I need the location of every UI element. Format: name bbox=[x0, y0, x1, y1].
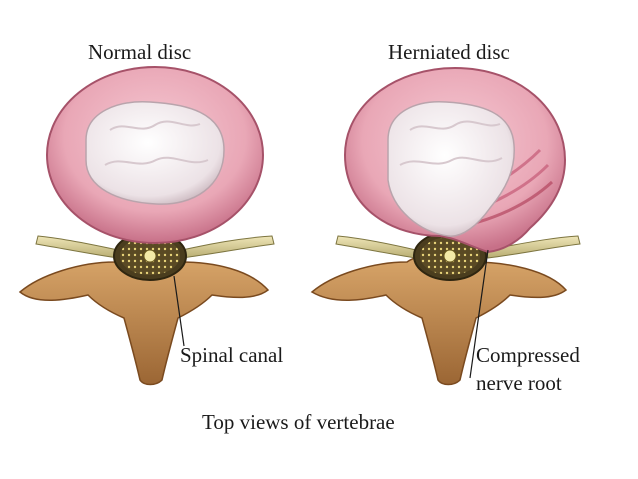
compressed-nerve-leader bbox=[469, 249, 489, 379]
compressed-label-line1: Compressed bbox=[476, 343, 580, 367]
compressed-nerve-root-label: Compressed nerve root bbox=[476, 341, 580, 398]
herniated-nerve-root-right bbox=[485, 235, 581, 259]
herniated-disc-nucleus bbox=[387, 101, 515, 237]
spinal-canal-leader bbox=[173, 275, 185, 347]
normal-nerve-root-right bbox=[181, 235, 275, 259]
normal-vertebra bbox=[18, 66, 275, 386]
herniated-vertebra bbox=[310, 66, 581, 386]
herniated-nerve-root-left bbox=[335, 235, 417, 259]
normal-nerve-root-left bbox=[35, 235, 119, 259]
herniated-disc-title: Herniated disc bbox=[388, 40, 510, 64]
normal-disc-nucleus bbox=[85, 101, 225, 205]
figure-caption: Top views of vertebrae bbox=[202, 410, 395, 434]
spinal-canal-label: Spinal canal bbox=[180, 343, 284, 367]
normal-disc-title: Normal disc bbox=[88, 40, 192, 64]
compressed-label-line2: nerve root bbox=[476, 371, 562, 396]
